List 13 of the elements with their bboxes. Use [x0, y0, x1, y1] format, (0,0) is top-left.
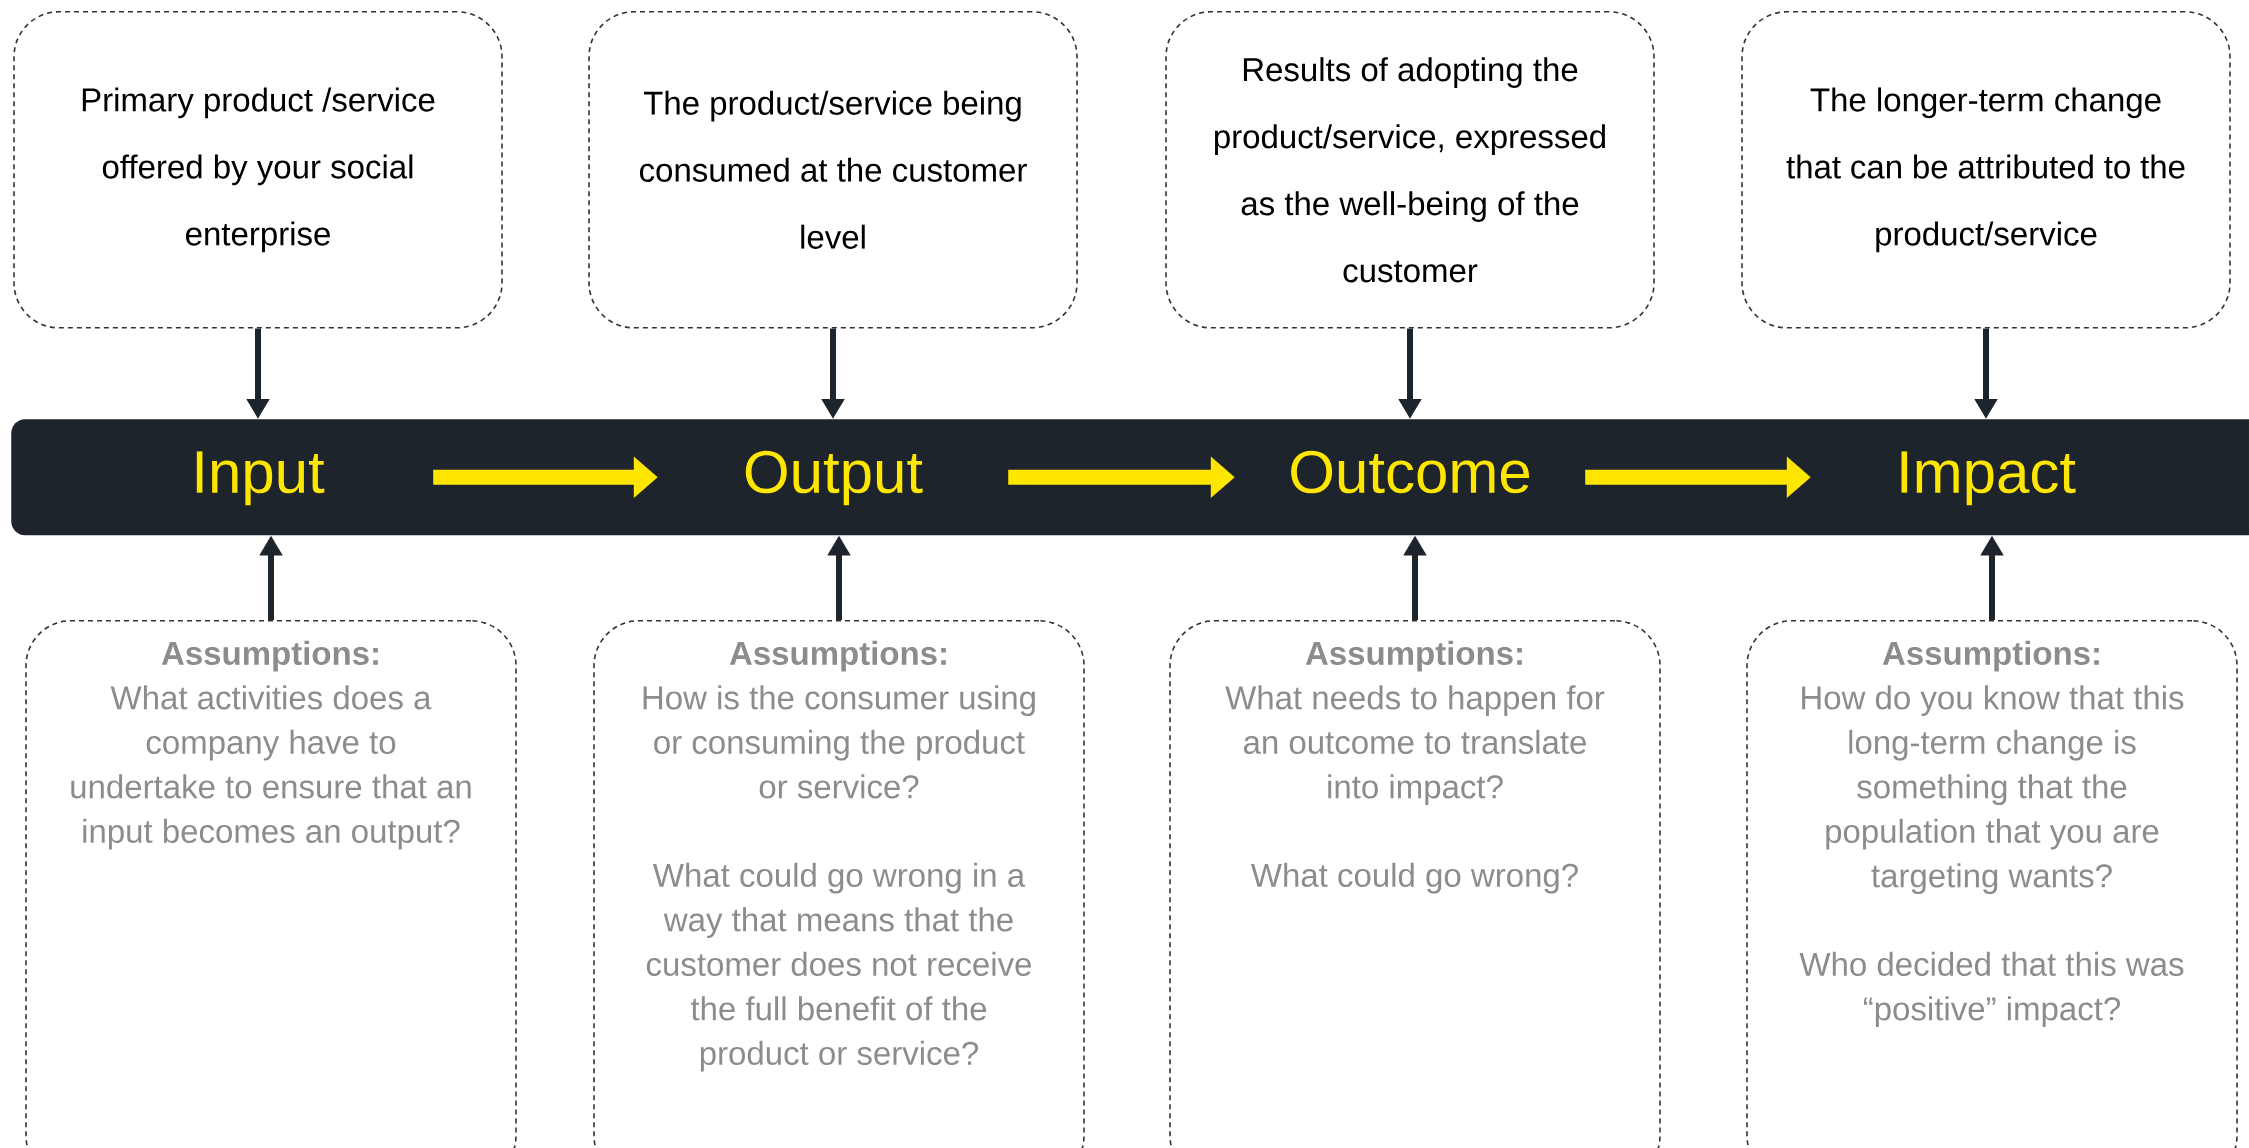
assumption-box: Assumptions: How is the consumer using or consuming the product or service? What could go wrong in a way that means that the customer does not receive the full benefit of the product or service?	[593, 620, 1085, 1148]
stage-label: Input	[196, 451, 325, 506]
assumption-box: Assumptions: How do you know that this long-term change is something that the population that you are targeting wants? Who decided that this was “positive” impact?	[1746, 620, 2238, 1148]
assumption-box: Assumptions: What activities does a company have to undertake to ensure that an input becomes an output?	[25, 620, 517, 1148]
assumption-box: Assumptions: What needs to happen for an outcome to translate into impact? What could go wrong?	[1169, 620, 1661, 1148]
text-box: The longer-term change that can be attributed to the product/service	[1741, 11, 2231, 329]
text-box: Results of adopting the product/service, expressed as the well-being of the customer	[1165, 11, 1655, 329]
stage-label: Outcome	[1291, 450, 1530, 494]
stage-label: Impact	[1901, 451, 2076, 506]
text-box: The product/service being consumed at the customer level	[588, 11, 1078, 329]
band	[11, 419, 2249, 536]
stage-label: Output	[745, 450, 923, 506]
text-box: Primary product /service offered by your social enterprise	[13, 11, 503, 329]
